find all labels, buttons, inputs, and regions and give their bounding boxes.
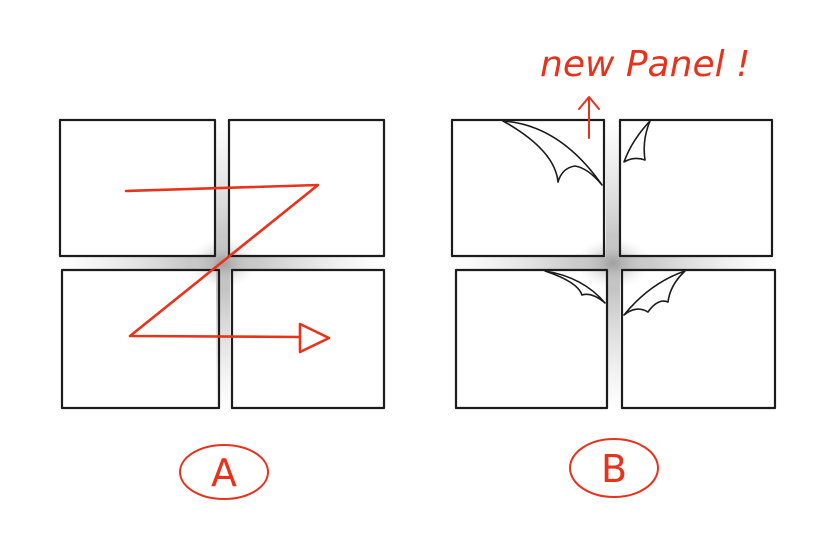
figure-b-label: B [569, 438, 659, 498]
figure-a-panel-bottom-left [60, 268, 221, 410]
figure-a-gutter-shadow [60, 120, 384, 410]
figure-b-panel-top-left [450, 118, 606, 258]
new-panel-annotation: new Panel ! [540, 44, 750, 85]
figure-b-panel-bottom-left [454, 268, 609, 410]
page-curl-icon [502, 120, 686, 316]
figure-a-label-text: A [211, 451, 237, 495]
z-path-arrow-icon [124, 183, 331, 354]
figure-a: A [58, 118, 386, 500]
figure-b-panel-bottom-right [620, 268, 777, 410]
figure-b-panel-top-right [618, 118, 774, 258]
figure-a-panel-bottom-right [230, 268, 386, 410]
up-arrow-icon [578, 96, 600, 139]
figure-b-label-text: B [601, 447, 627, 491]
figure-a-label: A [179, 444, 269, 500]
figure-b-gutter-shadow [452, 120, 774, 410]
figure-b: new Panel ! B [450, 44, 777, 498]
